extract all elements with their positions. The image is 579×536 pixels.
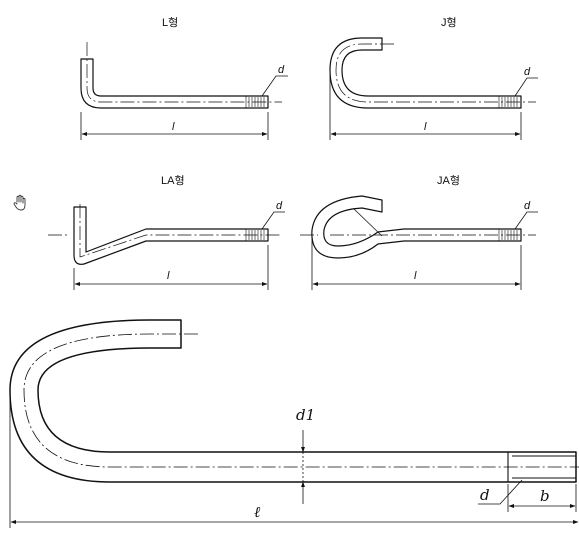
- l-type-centerline: [86, 42, 282, 103]
- detail-b-label: b: [540, 487, 550, 505]
- ja-type-bolt-outline: [311, 195, 522, 259]
- l-type-extension-lines: [80, 112, 269, 140]
- detail-length-label: ℓ: [254, 503, 260, 521]
- l-type-length-label: l: [172, 121, 175, 133]
- j-type-d-leader: [514, 77, 538, 97]
- la-type-figure: LA형 d l: [48, 174, 285, 290]
- ja-type-diameter-label: d: [524, 200, 531, 212]
- la-type-bolt-outline: [73, 206, 269, 265]
- detail-d-label: d: [480, 486, 490, 504]
- ja-type-title: JA형: [437, 174, 460, 187]
- j-type-extension-lines: [329, 74, 522, 140]
- detail-d1-label: d1: [296, 406, 315, 424]
- l-type-diameter-label: d: [278, 64, 285, 76]
- j-type-figure: J형 d l: [329, 16, 538, 140]
- detail-d-leader: [478, 479, 523, 505]
- l-type-d-leader: [261, 75, 288, 97]
- l-type-title: L형: [162, 16, 178, 29]
- la-type-title: LA형: [161, 174, 185, 187]
- l-type-bolt-outline: [80, 58, 269, 109]
- la-type-d-leader: [261, 211, 285, 230]
- detail-b-extension-lines: [507, 484, 577, 512]
- detail-centerline: [23, 333, 579, 468]
- ja-type-d-leader: [514, 211, 538, 230]
- ja-type-figure: JA형 d l: [300, 174, 538, 290]
- j-type-title: J형: [441, 16, 457, 29]
- la-type-diameter-label: d: [276, 200, 283, 212]
- ja-type-extension-lines: [311, 236, 522, 290]
- j-type-diameter-label: d: [524, 66, 531, 78]
- j-type-bolt-outline: [329, 37, 522, 109]
- detail-figure: d1 d b ℓ: [9, 319, 579, 528]
- ja-type-inner-crossing: [353, 208, 383, 237]
- ja-type-length-label: l: [414, 270, 417, 282]
- la-type-length-label: l: [167, 270, 170, 282]
- la-type-centerline: [79, 204, 282, 258]
- la-type-extension-lines: [73, 245, 269, 290]
- hand-cursor-icon: [13, 194, 26, 211]
- detail-bolt-outline: [9, 319, 577, 483]
- l-type-figure: L형 d l: [80, 16, 288, 140]
- j-type-length-label: l: [424, 121, 427, 133]
- j-type-centerline: [335, 43, 536, 103]
- detail-thread-root-lines: [512, 455, 576, 479]
